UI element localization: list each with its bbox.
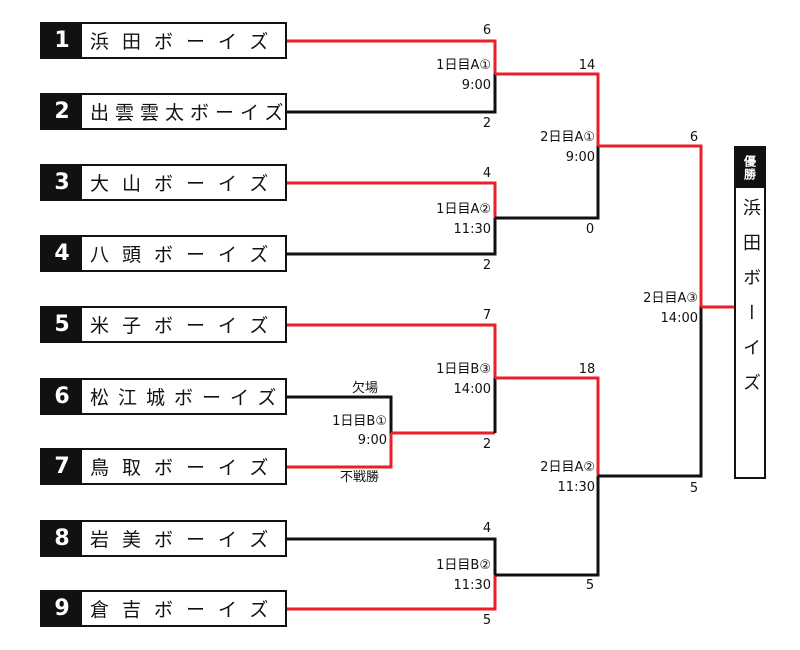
- line-team7: [287, 433, 393, 469]
- line-team4: [287, 218, 497, 256]
- line-team9: [287, 575, 497, 611]
- champion-header: 優勝: [736, 148, 764, 188]
- team-name: 鳥取ボーイズ: [90, 457, 282, 479]
- r1m1-match-time: 9:00: [461, 78, 491, 93]
- final-match-time: 14:00: [660, 311, 698, 326]
- line-team2: [287, 74, 497, 114]
- line-r1m3-winner: [495, 376, 600, 476]
- r1m1-top-score: 6: [482, 23, 492, 38]
- team-name: 出雲雲太ボーイズ: [90, 102, 285, 124]
- r1m2-bottom-score: 2: [482, 258, 492, 273]
- sf2-match-id: 2日目A②: [540, 460, 595, 475]
- r1m4-match-time: 11:30: [453, 578, 491, 593]
- line-r1m2-winner: [495, 146, 600, 220]
- line-r1m4-winner: [495, 476, 600, 577]
- sf1-bottom-score: 0: [585, 222, 595, 237]
- r1m3-bottom-score: 2: [482, 437, 492, 452]
- team-box-9: 9 倉吉ボーイズ: [40, 590, 287, 627]
- team-name: 松江城ボーイズ: [90, 387, 285, 409]
- team-name: 浜田ボーイズ: [90, 31, 282, 53]
- team-box-3: 3 大山ボーイズ: [40, 164, 287, 201]
- r1m1-bottom-score: 2: [482, 116, 492, 131]
- r1m2-match-id: 1日目A②: [436, 202, 491, 217]
- champion-box: 優勝 浜田ボーイズ: [734, 146, 766, 479]
- r1m3-match-id: 1日目B③: [436, 362, 491, 377]
- prelim-note-bottom: 不戦勝: [340, 470, 380, 485]
- team-name: 大山ボーイズ: [90, 173, 282, 195]
- team-box-1: 1 浜田ボーイズ: [40, 22, 287, 59]
- team-box-4: 4 八頭ボーイズ: [40, 235, 287, 272]
- line-team6: [287, 395, 393, 433]
- team-box-7: 7 鳥取ボーイズ: [40, 448, 287, 485]
- prelim-match-id: 1日目B①: [332, 414, 387, 429]
- r1m3-match-time: 14:00: [453, 382, 491, 397]
- r1m4-top-score: 4: [482, 521, 492, 536]
- final-top-score: 6: [689, 130, 699, 145]
- team-name: 米子ボーイズ: [90, 315, 282, 337]
- seed-number: 3: [42, 166, 82, 199]
- r1m1-match-id: 1日目A①: [436, 58, 491, 73]
- line-team3: [287, 181, 497, 218]
- seed-number: 8: [42, 522, 82, 555]
- line-team1: [287, 39, 497, 74]
- r1m4-bottom-score: 5: [482, 613, 492, 628]
- seed-number: 9: [42, 592, 82, 625]
- sf2-top-score: 18: [578, 362, 596, 377]
- team-name: 倉吉ボーイズ: [90, 599, 282, 621]
- line-sf2-winner: [598, 307, 703, 478]
- team-box-2: 2 出雲雲太ボーイズ: [40, 93, 287, 130]
- final-bottom-score: 5: [689, 481, 699, 496]
- line-r1m1-winner: [495, 72, 600, 146]
- team-box-5: 5 米子ボーイズ: [40, 306, 287, 343]
- sf1-match-time: 9:00: [565, 150, 595, 165]
- sf2-bottom-score: 5: [585, 578, 595, 593]
- r1m3-top-score: 7: [482, 308, 492, 323]
- r1m4-match-id: 1日目B②: [436, 558, 491, 573]
- sf1-top-score: 14: [578, 58, 596, 73]
- seed-number: 6: [42, 380, 82, 413]
- final-match-id: 2日目A③: [643, 291, 698, 306]
- line-team8: [287, 537, 497, 575]
- team-box-6: 6 松江城ボーイズ: [40, 378, 287, 415]
- seed-number: 7: [42, 450, 82, 483]
- seed-number: 2: [42, 95, 82, 128]
- sf1-match-id: 2日目A①: [540, 130, 595, 145]
- r1m2-top-score: 4: [482, 166, 492, 181]
- team-name: 八頭ボーイズ: [90, 244, 282, 266]
- team-name: 岩美ボーイズ: [90, 529, 282, 551]
- sf2-match-time: 11:30: [557, 480, 595, 495]
- prelim-note-top: 欠場: [352, 381, 379, 396]
- line-sf1-winner: [598, 144, 703, 307]
- prelim-match-time: 9:00: [357, 433, 387, 448]
- seed-number: 5: [42, 308, 82, 341]
- line-team5: [287, 323, 497, 378]
- champion-name: 浜田ボーイズ: [740, 198, 761, 408]
- seed-number: 1: [42, 24, 82, 57]
- team-box-8: 8 岩美ボーイズ: [40, 520, 287, 557]
- r1m2-match-time: 11:30: [453, 222, 491, 237]
- seed-number: 4: [42, 237, 82, 270]
